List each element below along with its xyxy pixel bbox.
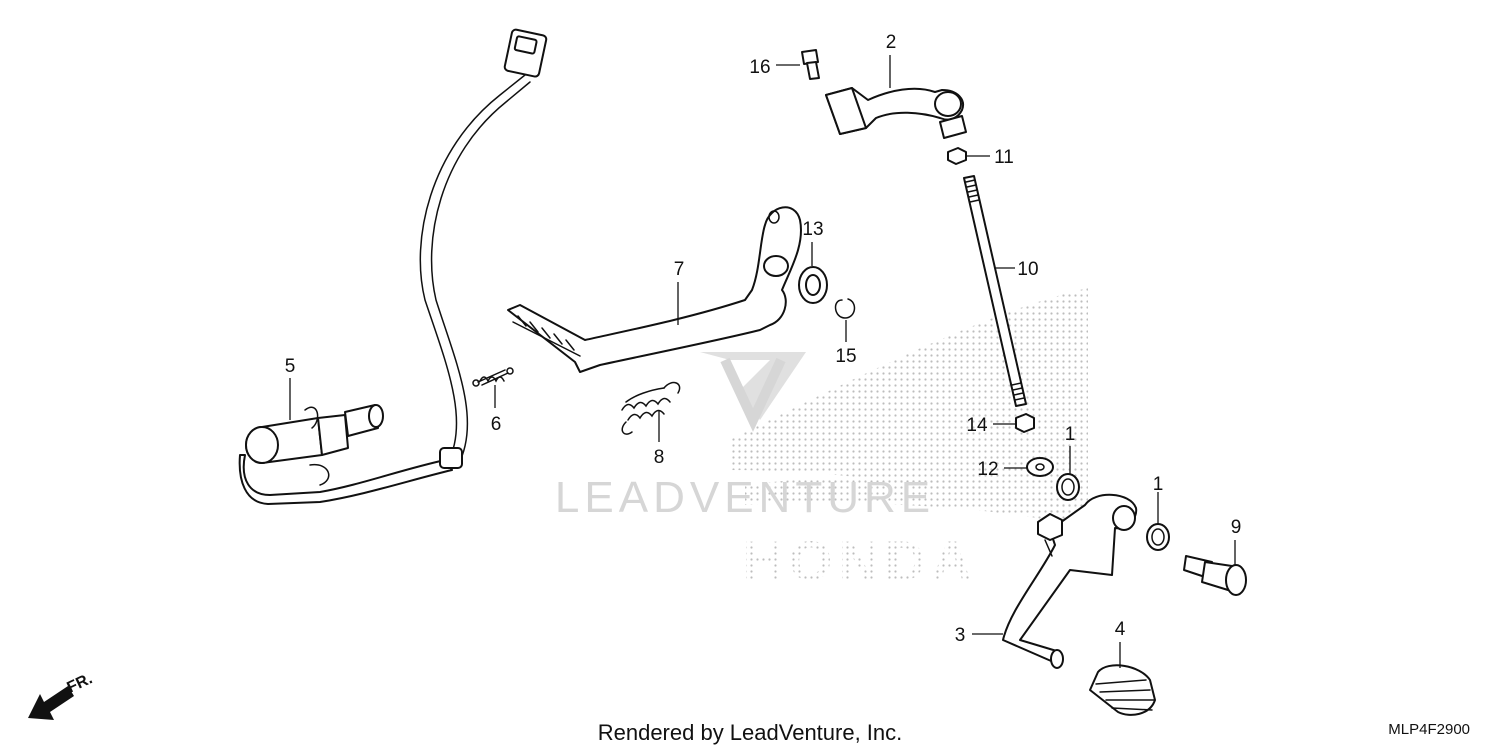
part-1-seal-b [1146, 523, 1170, 551]
callout-10: 10 [1017, 259, 1038, 280]
diagram-code: MLP4F2900 [1388, 721, 1470, 738]
part-8-return-spring [621, 381, 681, 435]
callout-9: 9 [1231, 517, 1242, 538]
part-14-nut [1015, 413, 1035, 433]
render-credit: Rendered by LeadVenture, Inc. [598, 720, 903, 745]
part-12-washer [1026, 457, 1054, 477]
part-7-brake-pedal [507, 206, 802, 373]
front-direction-label: FR. [65, 670, 96, 696]
watermark-brand: HONDA [742, 529, 977, 592]
callout-6: 6 [491, 414, 502, 435]
callout-13: 13 [802, 219, 823, 240]
callout-7: 7 [674, 259, 685, 280]
part-11-nut [947, 147, 967, 165]
front-direction-indicator: FR. [28, 670, 95, 720]
part-1-seal-a [1056, 473, 1080, 501]
front-arrow-icon [28, 686, 74, 720]
part-16-bolt [801, 49, 820, 80]
part-5-brake-switch [238, 28, 548, 505]
honda-wing-watermark: HONDA [730, 288, 1088, 592]
part-4-pedal-rubber [1089, 664, 1156, 716]
callout-8: 8 [654, 447, 665, 468]
callout-2: 2 [886, 32, 897, 53]
part-13-washer [798, 266, 828, 304]
watermark-wordmark: LEADVENTURE [555, 473, 935, 522]
part-10-tie-rod [963, 175, 1027, 407]
callout-12: 12 [977, 459, 998, 480]
leader-lines [289, 55, 1236, 668]
callout-5: 5 [285, 356, 296, 377]
callout-1a: 1 [1065, 424, 1076, 445]
part-9-pivot-bolt [1183, 555, 1247, 596]
part-15-circlip [834, 298, 856, 319]
leadventure-logo-watermark: LEADVENTURE [555, 352, 935, 522]
callout-15: 15 [835, 346, 856, 367]
part-6-spring [472, 367, 514, 387]
callout-3: 3 [955, 625, 966, 646]
callout-11: 11 [994, 147, 1014, 168]
part-2-shift-arm [825, 87, 967, 139]
callout-labels: 16 2 11 10 13 15 7 5 6 8 14 12 1 1 9 3 4 [285, 32, 1242, 646]
callout-14: 14 [966, 415, 988, 436]
callout-4: 4 [1115, 619, 1126, 640]
callout-1b: 1 [1153, 474, 1164, 495]
part-3-shift-pedal [1002, 493, 1138, 669]
callout-16: 16 [749, 57, 770, 78]
